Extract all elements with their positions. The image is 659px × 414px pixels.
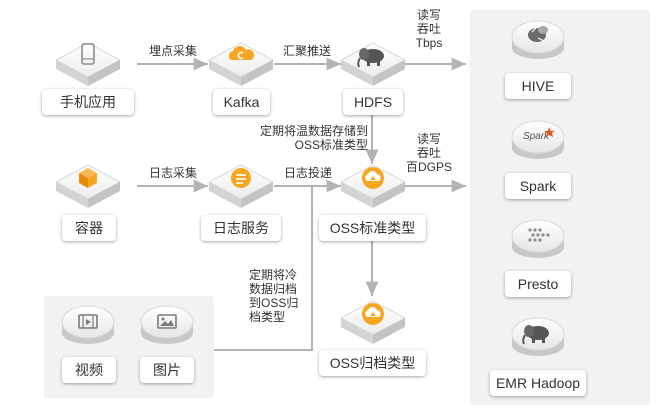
tile-mobile-app xyxy=(54,42,122,86)
edge-label-line: Tbps xyxy=(415,36,443,50)
node-label-spark: Spark xyxy=(505,173,571,199)
elephant-icon xyxy=(357,48,384,68)
node-label-presto: Presto xyxy=(505,271,571,297)
edge-label-line: 读写 xyxy=(416,132,441,146)
edge-label-container-to-log: 日志采集 xyxy=(148,166,197,180)
edge-label-app-to-kafka: 埋点采集 xyxy=(148,44,197,58)
node-label-container: 容器 xyxy=(62,215,116,241)
edge-label-kafka-to-hdfs: 汇聚推送 xyxy=(282,44,331,58)
node-label-hdfs: HDFS xyxy=(343,89,403,115)
node-label-oss-archive: OSS归档类型 xyxy=(319,350,426,376)
edge-label-line: 读写 xyxy=(416,8,441,22)
node-label-hive: HIVE xyxy=(505,73,571,99)
edge-label-line: OSS标准类型 xyxy=(294,138,368,152)
edge-label-log-to-oss: 日志投递 xyxy=(283,166,332,180)
picture-icon xyxy=(157,314,177,329)
edge-label-line: 数据归档 xyxy=(249,282,298,296)
edge-label-line: 百DGPS xyxy=(405,160,452,174)
kafka-cloud-icon xyxy=(228,46,255,60)
edge-label-hdfs-to-engines: 读写 吞吐 Tbps xyxy=(404,8,454,50)
container-cube-icon xyxy=(79,168,97,188)
node-label-emr-hadoop: EMR Hadoop xyxy=(490,370,586,396)
connectors xyxy=(137,57,466,351)
node-label-image: 图片 xyxy=(140,357,194,383)
hive-bee-icon xyxy=(528,26,548,42)
node-label-mobile-app: 手机应用 xyxy=(42,89,134,115)
svg-text:Spark: Spark xyxy=(523,131,550,142)
edge-label-oss-to-engines: 读写 吞吐 百DGPS xyxy=(400,132,458,174)
edge-label-hdfs-to-oss: 定期将温数据存储到 OSS标准类型 xyxy=(232,124,368,152)
arrow-media-to-archive xyxy=(214,187,313,351)
elephant-icon xyxy=(522,325,549,345)
oss-icon xyxy=(362,303,384,325)
disc-presto xyxy=(511,219,565,258)
node-label-video: 视频 xyxy=(62,357,116,383)
node-label-log-service: 日志服务 xyxy=(201,215,281,241)
spark-logo-icon: Spark xyxy=(523,127,555,142)
edge-label-media-to-archive: 定期将冷 数据归档 到OSS归 档类型 xyxy=(249,268,309,324)
edge-label-line: 吞吐 xyxy=(416,146,441,160)
edge-label-line: 吞吐 xyxy=(416,22,441,36)
edge-label-line: 定期将温数据存储到 xyxy=(259,124,368,138)
tile-oss-standard xyxy=(339,164,407,208)
disc-spark xyxy=(511,120,565,159)
video-film-icon xyxy=(78,314,98,329)
oss-icon xyxy=(362,167,384,189)
node-label-kafka: Kafka xyxy=(213,89,270,115)
edge-label-line: 到OSS归 xyxy=(249,296,299,310)
disc-video xyxy=(61,305,115,344)
presto-logo-icon xyxy=(528,228,550,242)
engines-panel xyxy=(470,10,650,405)
log-service-icon xyxy=(231,168,251,188)
node-label-oss-standard: OSS标准类型 xyxy=(319,215,426,241)
edge-label-line: 定期将冷 xyxy=(249,268,298,282)
mobile-phone-icon xyxy=(81,43,95,65)
edge-label-line: 档类型 xyxy=(249,310,286,324)
